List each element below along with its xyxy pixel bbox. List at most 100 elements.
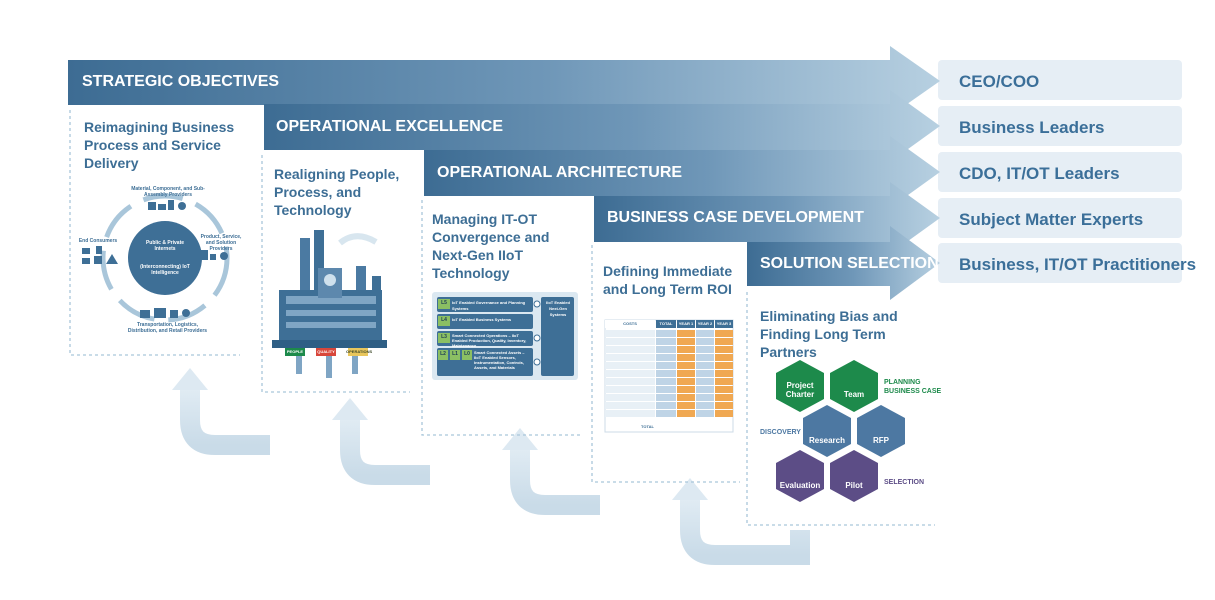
hex-label-evaluation: Evaluation — [779, 481, 821, 490]
roi-cell — [696, 378, 714, 385]
factory-sign-people: PEOPLE — [286, 349, 304, 354]
role-panel-1 — [938, 60, 1182, 100]
roi-table — [604, 319, 734, 433]
roi-cell — [677, 410, 695, 417]
role-label-4: Subject Matter Experts — [959, 210, 1144, 229]
roi-cell — [656, 354, 676, 361]
role-panel-5 — [938, 243, 1182, 283]
roi-cell — [715, 362, 733, 369]
arch-code-l1: L1 — [452, 351, 458, 357]
roi-header-year1: YEAR 1 — [678, 321, 694, 326]
roi-cell — [605, 370, 655, 377]
factory-sign-operations: OPERATIONS — [346, 349, 373, 354]
ecosystem-center: Public & Private Internets — [145, 240, 185, 252]
stage-bar-solution-selection: SOLUTION SELECTION — [760, 255, 939, 272]
stage-bar-business-case-development: BUSINESS CASE DEVELOPMENT — [607, 209, 864, 226]
hex-research — [803, 405, 851, 457]
roi-cell — [715, 394, 733, 401]
roi-header-total: TOTAL — [659, 321, 673, 326]
roi-cell — [677, 354, 695, 361]
role-label-1: CEO/COO — [959, 72, 1040, 91]
stage-arrow-3 — [424, 136, 940, 208]
roi-cell — [605, 386, 655, 393]
stage-heading-5: Eliminating Bias and Finding Long Term P… — [760, 308, 898, 360]
roi-cell — [715, 346, 733, 353]
roi-cell — [656, 330, 676, 337]
roi-header-year3: YEAR 3 — [716, 321, 732, 326]
hex-rfp — [857, 405, 905, 457]
roi-cell — [677, 338, 695, 345]
roi-cell — [656, 394, 676, 401]
stage-bar-operational-excellence: OPERATIONAL EXCELLENCE — [276, 118, 503, 135]
hex-label-project-charter: Project Charter — [785, 381, 815, 399]
arch-side: IIoT Enabled Next-Gen Systems — [546, 300, 570, 317]
stage-arrow-4 — [594, 182, 940, 254]
role-label-2: Business Leaders — [959, 118, 1105, 137]
roi-total-label: TOTAL — [641, 424, 654, 429]
arch-level-3: Smart Connected Operations – IIoT Enable… — [452, 333, 527, 348]
arch-code-l3: L3 — [441, 334, 447, 340]
roi-cell — [656, 338, 676, 345]
stage-arrow-1 — [68, 46, 940, 116]
roi-cell — [605, 394, 655, 401]
roi-cell — [605, 378, 655, 385]
role-panel-4 — [938, 198, 1182, 238]
stage-heading-3: Managing IT-OT Convergence and Next-Gen … — [432, 211, 550, 281]
roi-cell — [696, 338, 714, 345]
arch-code-l5: L5 — [441, 300, 447, 306]
roi-cell — [656, 346, 676, 353]
roi-cell — [715, 370, 733, 377]
stage-bar-strategic-objectives: STRATEGIC OBJECTIVES — [82, 73, 280, 90]
roi-cell — [677, 394, 695, 401]
feedback-arrows — [180, 380, 810, 565]
roi-cell — [715, 386, 733, 393]
roi-cell — [677, 346, 695, 353]
hex-project-charter — [776, 360, 824, 412]
roi-cell — [605, 354, 655, 361]
hex-evaluation — [776, 450, 824, 502]
roi-cell — [605, 330, 655, 337]
roi-cell — [656, 402, 676, 409]
roi-cell — [715, 378, 733, 385]
roi-cell — [696, 330, 714, 337]
ecosystem-illustration — [82, 193, 230, 323]
roi-cell — [696, 354, 714, 361]
factory-illustration — [272, 230, 387, 378]
ecosystem-center-sub: (Interconnecting) IoT Intelligence — [140, 264, 190, 276]
factory-sign-quality: QUALITY — [317, 349, 335, 354]
hex-label-team: Team — [843, 390, 865, 399]
panel-borders — [69, 110, 935, 526]
roi-cell — [696, 362, 714, 369]
roi-cell — [677, 330, 695, 337]
ecosystem-bottom: Transportation, Logistics, Distribution,… — [127, 322, 208, 334]
roi-cell — [696, 386, 714, 393]
hex-label-research: Research — [808, 436, 846, 445]
role-label-5: Business, IT/OT Practitioners — [959, 255, 1197, 274]
roi-cell — [715, 402, 733, 409]
roi-cell — [696, 346, 714, 353]
roi-cell — [656, 370, 676, 377]
arch-level-4: IoT Enabled Business Systems — [452, 317, 512, 322]
roi-cell — [715, 338, 733, 345]
roi-cell — [605, 338, 655, 345]
arch-code-l4: L4 — [441, 317, 447, 323]
roi-cell — [677, 370, 695, 377]
stage-bar-operational-architecture: OPERATIONAL ARCHITECTURE — [437, 164, 683, 181]
role-panel-3 — [938, 152, 1182, 192]
role-panels — [938, 60, 1182, 283]
stage-heading-1: Reimagining Business Process and Service… — [84, 119, 235, 171]
role-panel-2 — [938, 106, 1182, 146]
phase-selection: SELECTION — [884, 479, 925, 486]
stage-arrow-2 — [264, 90, 940, 162]
roi-cell — [677, 402, 695, 409]
roi-cell — [656, 386, 676, 393]
architecture-illustration — [432, 292, 578, 380]
stage-heading-4: Defining Immediate and Long Term ROI — [603, 263, 733, 297]
hex-label-pilot: Pilot — [845, 481, 863, 490]
stage-arrows — [68, 46, 940, 300]
roi-cell — [696, 402, 714, 409]
roi-cell — [656, 362, 676, 369]
roi-cell — [605, 346, 655, 353]
arch-level-5: IoT Enabled Governance and Planning Syst… — [452, 300, 526, 311]
